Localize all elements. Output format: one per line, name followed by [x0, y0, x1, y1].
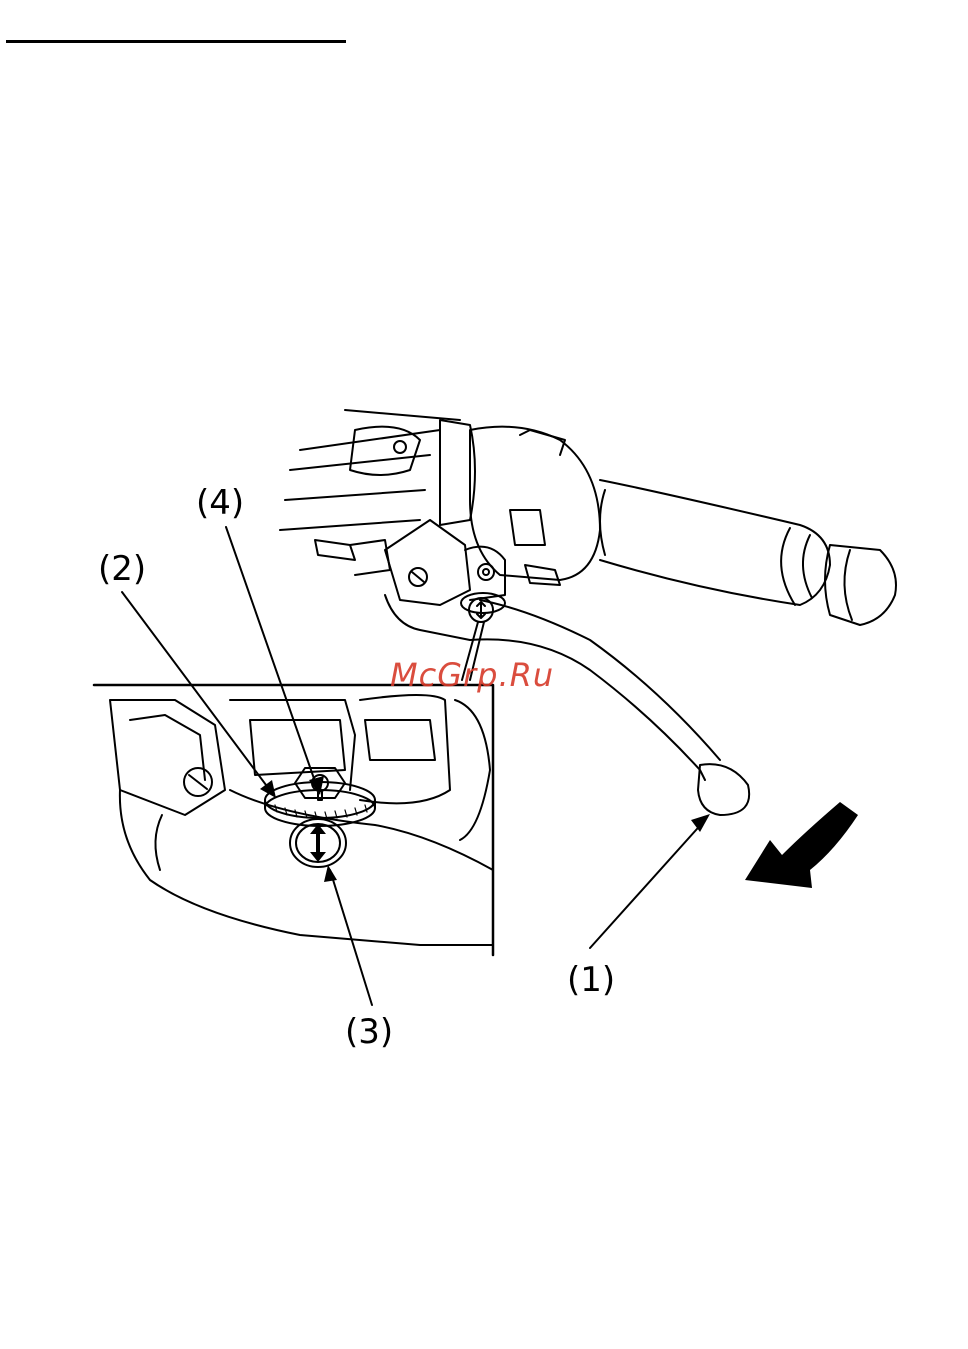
arrowhead-3: [324, 865, 337, 882]
inset-frame: [94, 685, 493, 955]
callout-arrow-mark: (3): [345, 1015, 393, 1049]
watermark: McGrp.Ru: [390, 656, 554, 694]
handlebar-assembly: [280, 410, 896, 625]
callout-adjuster-dial: (2): [98, 552, 146, 586]
inset-detail: [110, 695, 493, 945]
callout-lever: (1): [567, 963, 615, 997]
double-arrow-icon: [310, 824, 326, 862]
leader-1: [590, 820, 705, 948]
curved-arrow-icon: [745, 802, 858, 888]
leader-2: [122, 592, 272, 793]
callout-index-mark: (4): [196, 486, 244, 520]
arrowhead-1: [691, 814, 710, 832]
